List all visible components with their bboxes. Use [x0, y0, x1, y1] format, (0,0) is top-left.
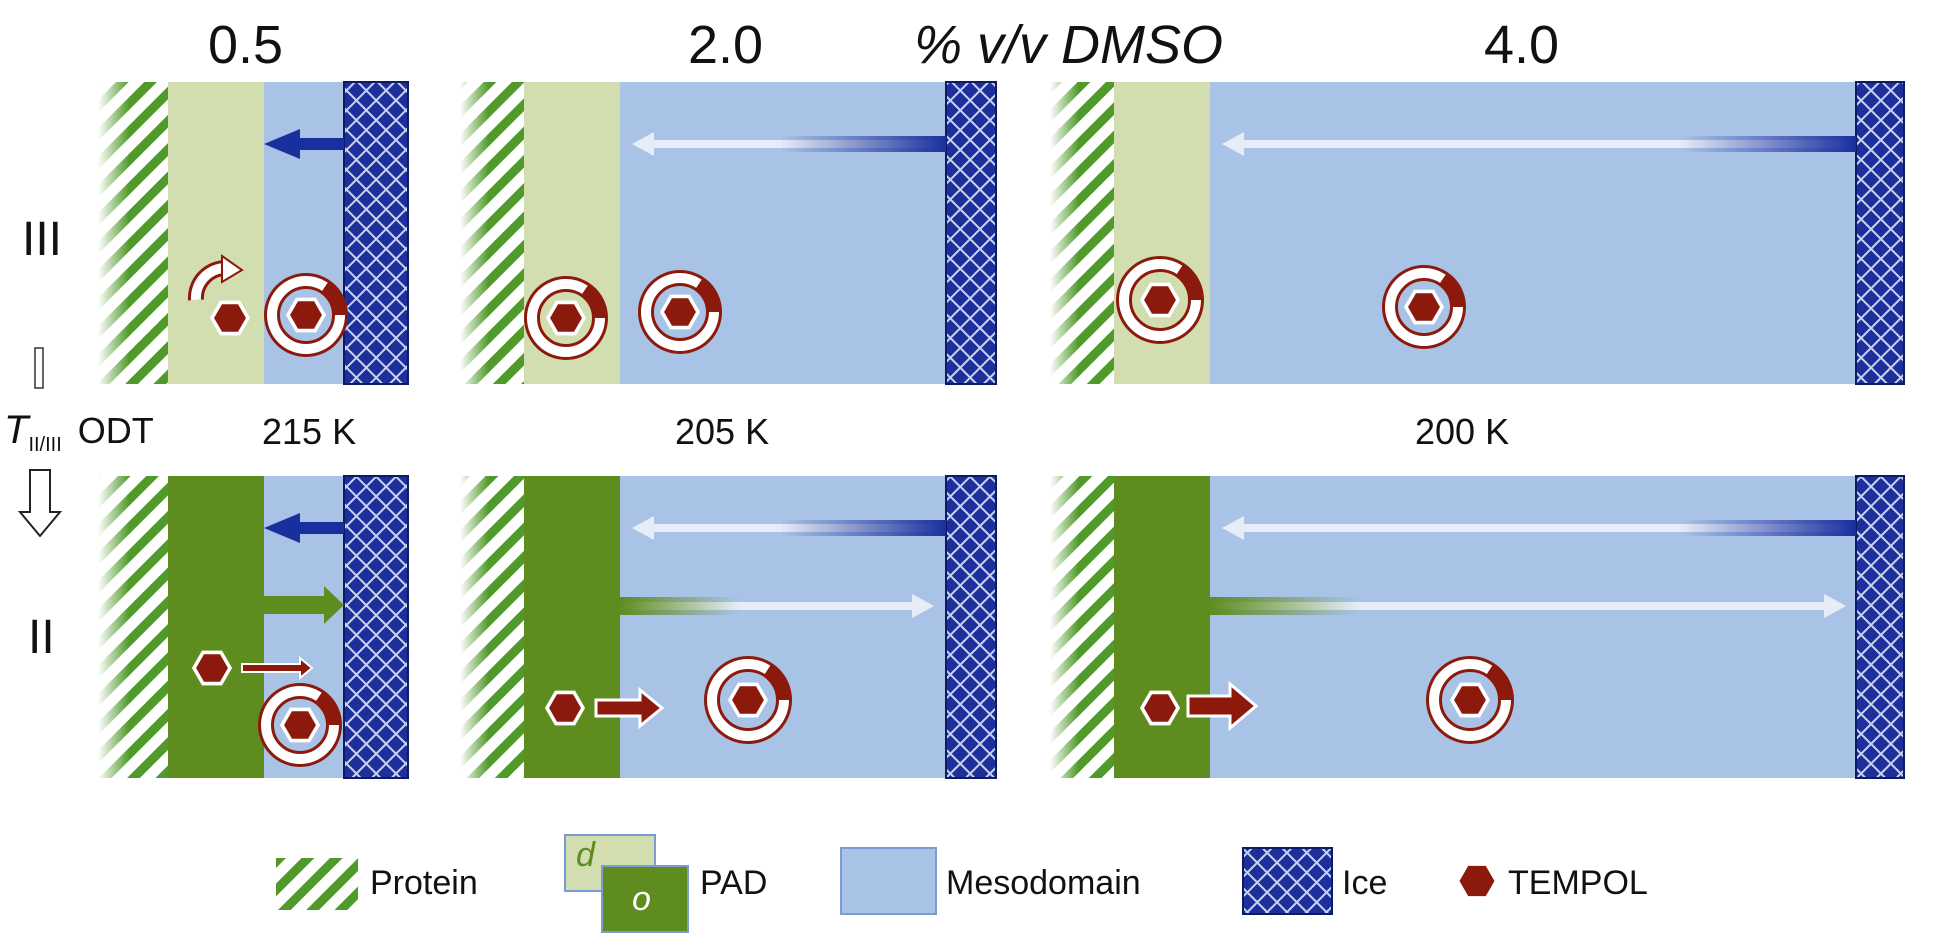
legend-label-protein: Protein	[370, 864, 478, 902]
tempol-icon	[546, 300, 586, 336]
legend-swatch-pad-ordered	[601, 865, 689, 933]
tempol-icon	[1140, 282, 1180, 318]
transition-temperature-label: TII/III ODT	[4, 410, 154, 455]
transition-subscript: II/III	[28, 434, 62, 457]
tempol-rotation-large	[258, 683, 342, 767]
panel-2.0-III	[460, 81, 997, 385]
tempol-icon	[728, 682, 768, 718]
tempol-rotation-small	[187, 254, 244, 301]
legend-swatch-protein	[276, 858, 358, 910]
transition-arrow-down	[17, 469, 63, 538]
tempol-rotation-large	[264, 273, 348, 357]
tempol-rotation-large	[1382, 265, 1466, 349]
header-dmso-4.0: 4.0	[1484, 15, 1560, 75]
tempol-icon	[1450, 682, 1490, 718]
arrow-blue-short	[264, 129, 344, 159]
tempol-icon	[280, 707, 320, 743]
tempol-icon	[210, 300, 250, 336]
transition-label-odt: ODT	[77, 410, 154, 451]
transition-symbol: T	[4, 408, 29, 452]
tempol-icon	[545, 690, 585, 726]
arrow-translation	[1186, 680, 1259, 732]
legend-label-pad-o: o	[632, 880, 651, 918]
arrow-translation-small	[241, 655, 314, 681]
temperature-0.5: 215 K	[262, 411, 357, 452]
panel-0.5-II	[98, 475, 409, 779]
tempol-rotation-large	[524, 276, 608, 360]
legend-tempol-icon	[1455, 861, 1499, 901]
header-dmso-2.0: 2.0	[688, 15, 764, 75]
tempol-icon	[286, 297, 326, 333]
arrow-green	[264, 586, 344, 624]
legend-label-pad: PAD	[700, 864, 768, 902]
tempol-icon	[660, 294, 700, 330]
panel-4.0-II	[1050, 475, 1905, 779]
temperature-4.0: 200 K	[1415, 411, 1510, 452]
legend-label-mesodomain: Mesodomain	[946, 864, 1141, 902]
legend-swatch-mesodomain	[840, 847, 937, 915]
tempol-rotation-large	[638, 270, 722, 354]
panel-4.0-III	[1050, 81, 1905, 385]
transition-arrow-up	[34, 347, 44, 389]
legend-label-tempol: TEMPOL	[1508, 864, 1648, 902]
tempol-icon	[1404, 289, 1444, 325]
tempol-rotation-large	[704, 656, 792, 744]
panel-0.5-III	[98, 81, 409, 385]
phase-label-III: III	[22, 213, 63, 266]
legend-label-ice: Ice	[1342, 864, 1388, 902]
panel-2.0-II	[460, 475, 997, 779]
arrow-blue-short	[264, 513, 344, 543]
tempol-rotation-large	[1116, 256, 1204, 344]
axis-title-dmso: % v/v DMSO	[914, 15, 1224, 75]
temperature-2.0: 205 K	[675, 411, 770, 452]
legend-label-pad-d: d	[576, 836, 595, 874]
legend-swatch-ice	[1242, 847, 1333, 915]
tempol-rotation-large	[1426, 656, 1514, 744]
tempol-icon	[1140, 690, 1180, 726]
phase-label-II: II	[28, 611, 55, 664]
tempol-icon	[192, 650, 232, 686]
arrow-translation	[594, 686, 665, 730]
header-dmso-0.5: 0.5	[208, 15, 284, 75]
legend	[276, 834, 1499, 933]
